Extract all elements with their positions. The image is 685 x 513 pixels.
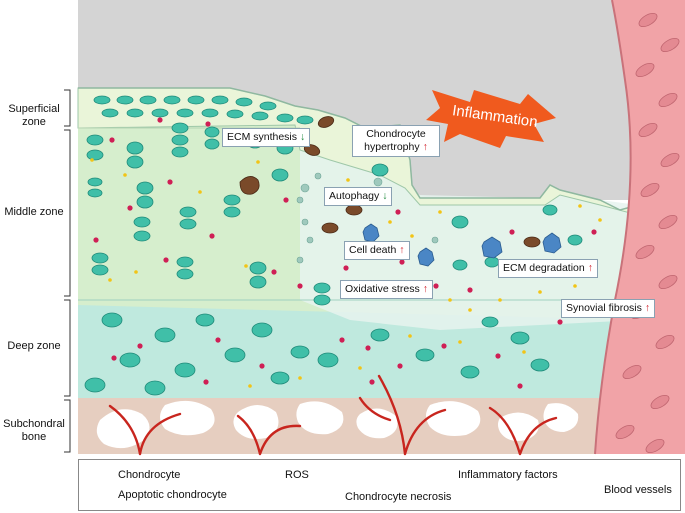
- bone-marrow-spaces: [96, 400, 579, 449]
- legend-box: [78, 459, 681, 511]
- callout-text: Autophagy: [329, 190, 380, 202]
- down-arrow-icon: ↓: [382, 190, 388, 202]
- legend-blood-vessels: Blood vessels: [604, 484, 672, 496]
- synovium-lining: [594, 0, 632, 455]
- legend-chondrocyte: Chondrocyte: [118, 469, 181, 481]
- callout-ecm-degradation: ECM degradation↑: [498, 259, 598, 278]
- callout-synovial-fibrosis: Synovial fibrosis↑: [561, 299, 656, 318]
- inflammation-burst: [426, 90, 556, 148]
- legend-ros: ROS: [285, 469, 309, 481]
- chondrocytes: [84, 122, 583, 396]
- up-arrow-icon: ↑: [399, 244, 405, 256]
- zone-brackets: [64, 89, 71, 453]
- down-arrow-icon: ↓: [300, 131, 306, 143]
- up-arrow-icon: ↑: [644, 302, 651, 314]
- up-arrow-icon: ↑: [422, 283, 428, 295]
- zone-label-deep: Deep zone: [7, 340, 61, 352]
- up-arrow-icon: ↑: [587, 262, 593, 274]
- callout-text: ECM synthesis: [227, 131, 298, 143]
- zone-label-subchondral: Subchondral bone: [3, 418, 65, 443]
- callout-text: Synovial fibrosis: [566, 302, 642, 314]
- callout-cell-death: Cell death↑: [344, 241, 410, 260]
- zone-label-middle: Middle zone: [4, 206, 64, 218]
- superficial-chondrocytes: [93, 95, 314, 125]
- legend-apoptotic-chondrocyte: Apoptotic chondrocyte: [118, 489, 227, 501]
- apoptotic-chondrocytes: [239, 116, 541, 248]
- necrotic-chondrocytes: [362, 223, 562, 267]
- callout-text: Oxidative stress: [345, 283, 420, 295]
- callout-autophagy: Autophagy↓: [324, 187, 393, 206]
- cartilage-surface: [78, 87, 639, 211]
- up-arrow-icon: ↑: [422, 141, 428, 153]
- callout-text: Cell death: [349, 244, 397, 256]
- zone-label-superficial: Superficial zone: [8, 103, 60, 128]
- callout-text: Chondrocyte hypertrophy: [364, 128, 426, 153]
- callout-text: ECM degradation: [503, 262, 585, 274]
- callout-oxidative-stress: Oxidative stress↑: [340, 280, 433, 299]
- inflammatory-factors: [90, 158, 602, 388]
- legend-inflammatory-factors: Inflammatory factors: [458, 469, 558, 481]
- blood-vessels: [108, 374, 558, 456]
- callout-ecm-synthesis: ECM synthesis↓: [222, 128, 311, 147]
- legend-chondrocyte-necrosis: Chondrocyte necrosis: [345, 491, 452, 503]
- callout-chondrocyte-hypertrophy: Chondrocyte hypertrophy↑: [352, 125, 440, 157]
